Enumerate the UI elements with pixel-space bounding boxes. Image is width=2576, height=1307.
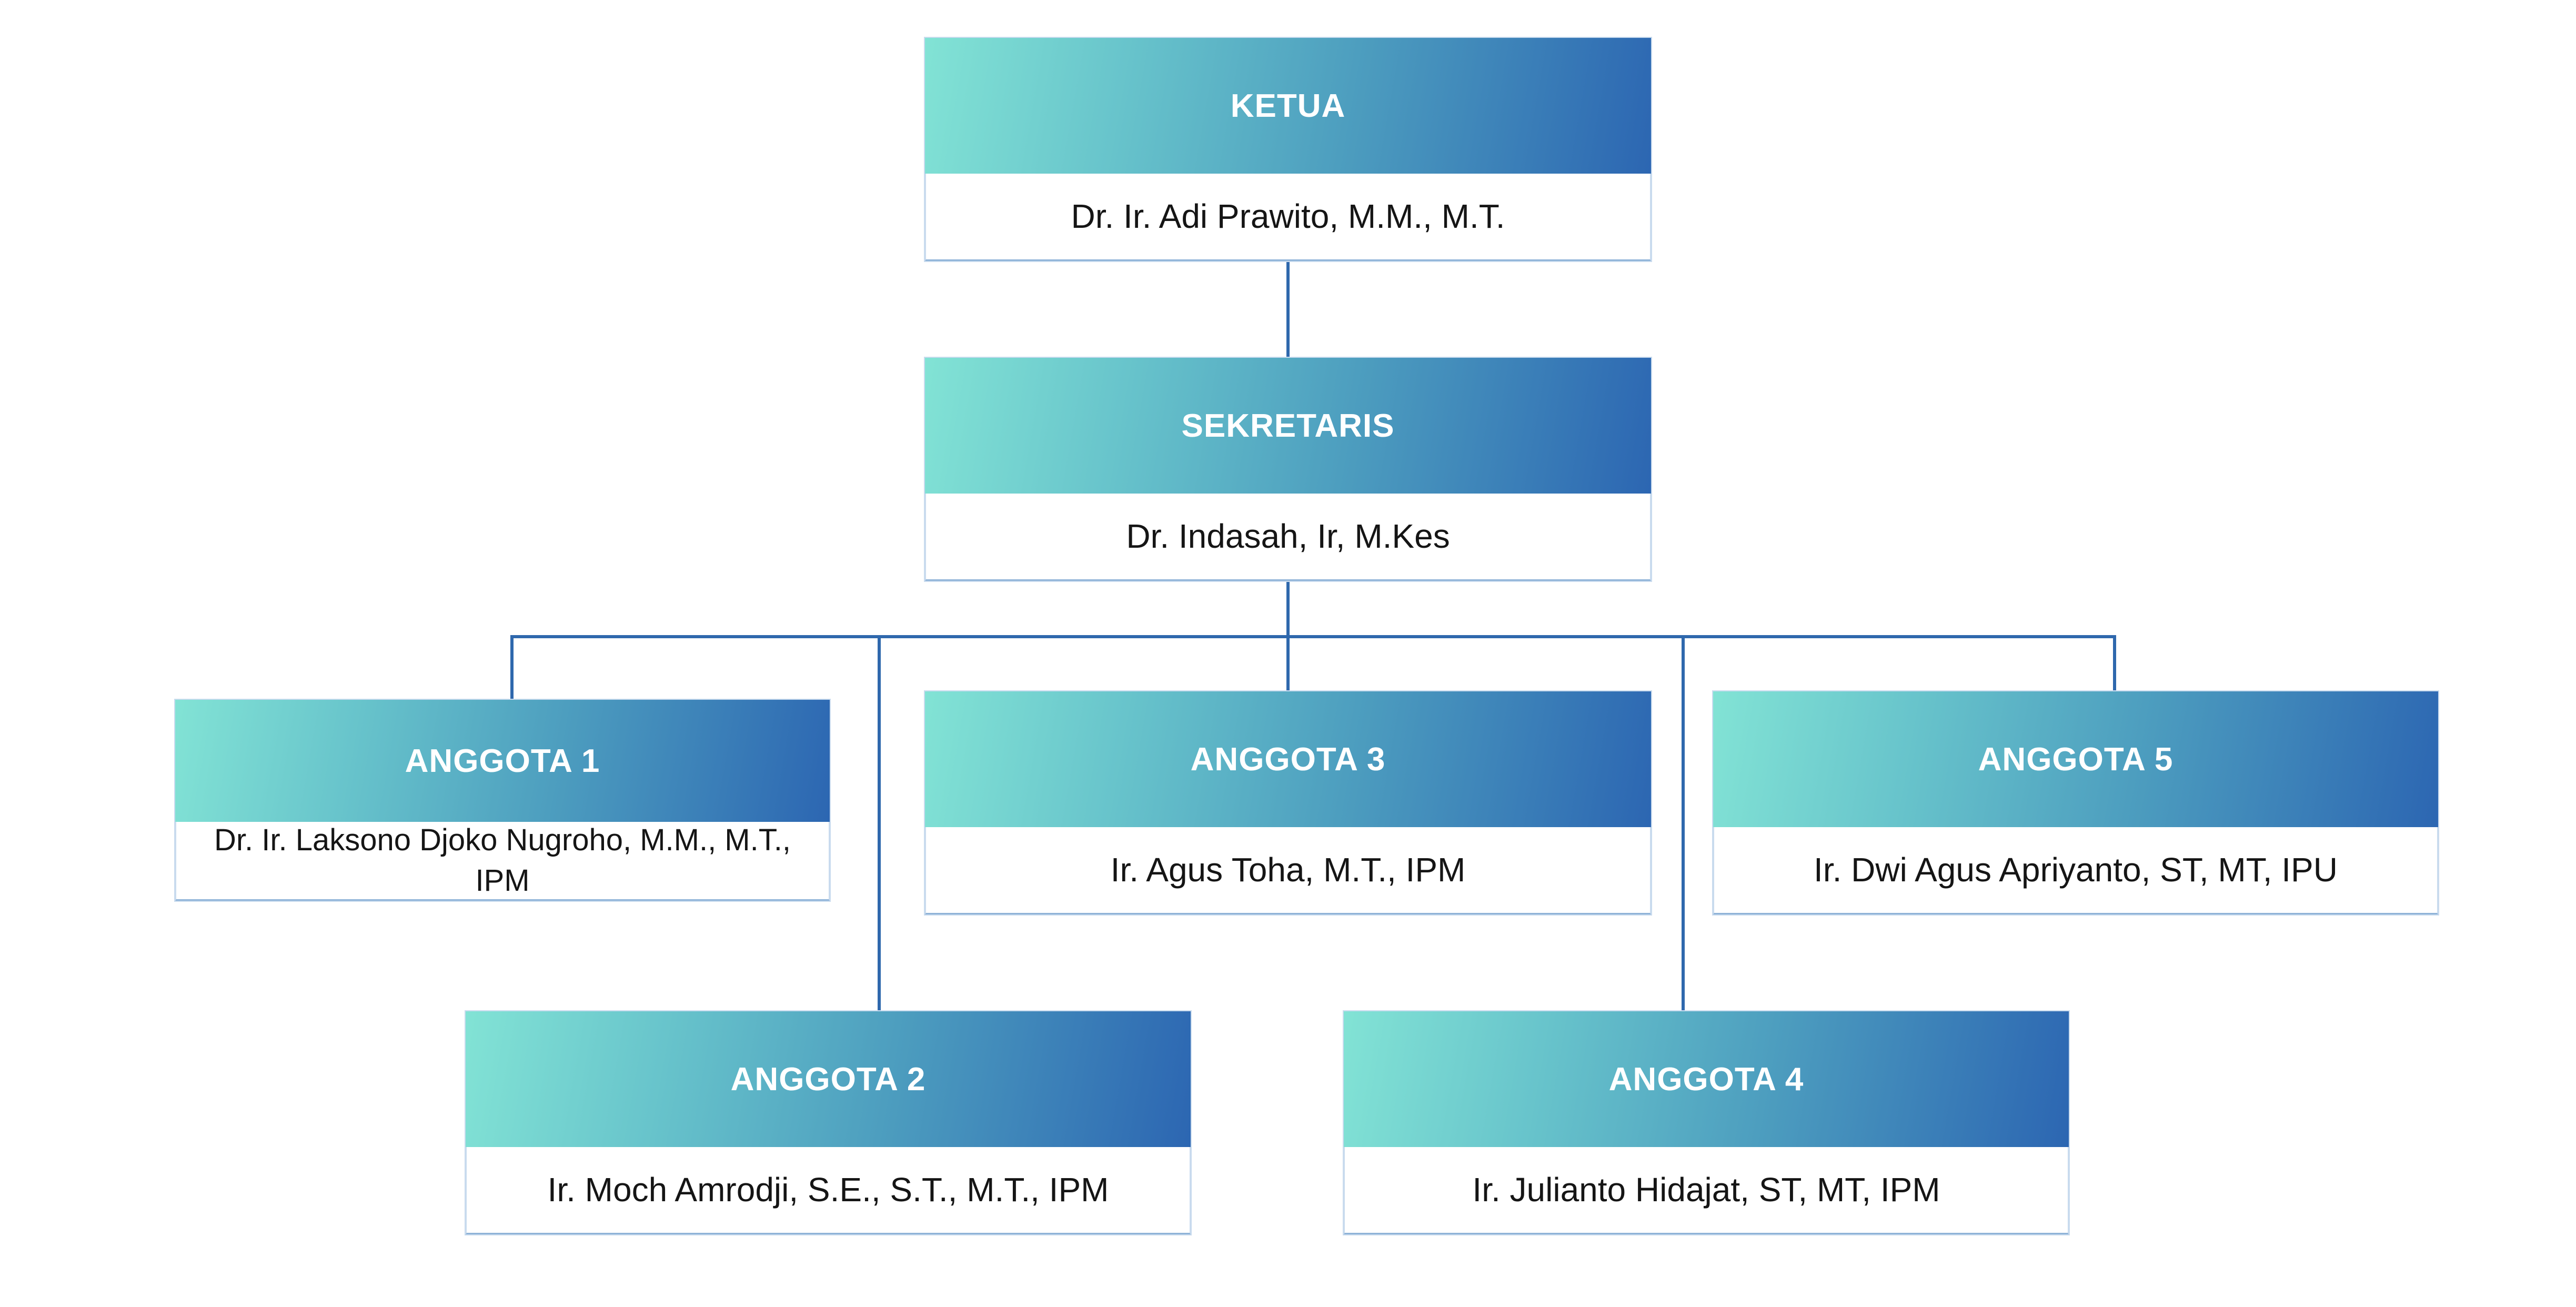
role-title: SEKRETARIS: [925, 358, 1651, 494]
person-name: Dr. Ir. Laksono Djoko Nugroho, M.M., M.T…: [175, 822, 830, 901]
role-title: ANGGOTA 1: [175, 700, 830, 822]
person-name: Dr. Ir. Adi Prawito, M.M., M.T.: [925, 174, 1651, 261]
person-name: Ir. Dwi Agus Apriyanto, ST, MT, IPU: [1713, 827, 2438, 914]
role-title: KETUA: [925, 38, 1651, 174]
card-anggota-1: ANGGOTA 1 Dr. Ir. Laksono Djoko Nugroho,…: [175, 700, 830, 901]
role-title: ANGGOTA 5: [1713, 691, 2438, 827]
card-anggota-5: ANGGOTA 5 Ir. Dwi Agus Apriyanto, ST, MT…: [1713, 691, 2438, 914]
person-name: Ir. Moch Amrodji, S.E., S.T., M.T., IPM: [466, 1147, 1191, 1234]
person-name: Ir. Agus Toha, M.T., IPM: [925, 827, 1651, 914]
role-title: ANGGOTA 3: [925, 691, 1651, 827]
card-ketua: KETUA Dr. Ir. Adi Prawito, M.M., M.T.: [925, 38, 1651, 261]
role-title: ANGGOTA 4: [1344, 1011, 2069, 1147]
card-anggota-2: ANGGOTA 2 Ir. Moch Amrodji, S.E., S.T., …: [466, 1011, 1191, 1234]
role-title: ANGGOTA 2: [466, 1011, 1191, 1147]
person-name: Dr. Indasah, Ir, M.Kes: [925, 494, 1651, 581]
card-anggota-3: ANGGOTA 3 Ir. Agus Toha, M.T., IPM: [925, 691, 1651, 914]
card-sekretaris: SEKRETARIS Dr. Indasah, Ir, M.Kes: [925, 358, 1651, 581]
person-name: Ir. Julianto Hidajat, ST, MT, IPM: [1344, 1147, 2069, 1234]
card-anggota-4: ANGGOTA 4 Ir. Julianto Hidajat, ST, MT, …: [1344, 1011, 2069, 1234]
